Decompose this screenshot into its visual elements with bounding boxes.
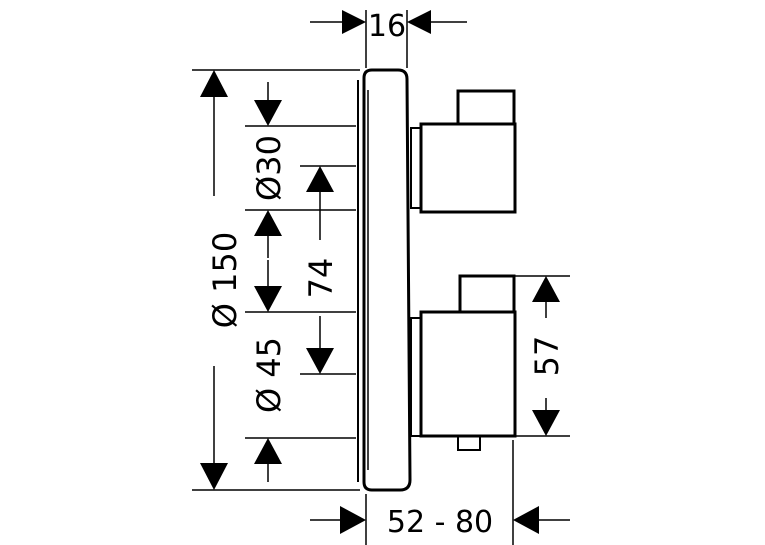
dimension-lines (213, 21, 570, 521)
arrow-57-top (532, 276, 560, 302)
arrow-30-top (254, 100, 282, 126)
arrow-projection-left (340, 506, 366, 534)
lower-handle-lever (458, 274, 516, 314)
extension-lines (192, 10, 570, 545)
arrowheads (200, 10, 560, 534)
label-height-57: 57 (528, 336, 566, 377)
cover-plate-outline (362, 68, 412, 492)
label-diameter-30: Ø30 (250, 135, 288, 201)
upper-handle-body (419, 122, 517, 214)
lower-handle (410, 274, 517, 451)
upper-handle (410, 89, 517, 214)
lower-handle-stop (457, 435, 481, 451)
arrow-45-top (254, 286, 282, 312)
label-depth-16: 16 (368, 9, 406, 44)
label-projection-52-80: 52 - 80 (387, 505, 493, 540)
arrow-16-left (342, 10, 366, 34)
arrow-projection-right (513, 506, 539, 534)
label-spacing-74: 74 (302, 258, 340, 299)
label-diameter-150: Ø 150 (206, 232, 244, 328)
cover-plate (357, 68, 412, 492)
dimension-labels: 16 Ø 150 Ø30 74 Ø 45 57 52 - 80 (206, 9, 566, 540)
arrow-74-top (306, 166, 334, 192)
lower-handle-body (419, 310, 517, 438)
arrow-16-right (407, 10, 431, 34)
label-diameter-45: Ø 45 (250, 337, 288, 413)
arrow-74-bottom (306, 348, 334, 374)
upper-handle-lever (456, 89, 516, 126)
arrow-150-bottom (200, 463, 228, 490)
arrow-150-top (200, 70, 228, 97)
arrow-57-bottom (532, 410, 560, 436)
arrow-30-bottom (254, 210, 282, 236)
arrow-45-bottom (254, 438, 282, 464)
